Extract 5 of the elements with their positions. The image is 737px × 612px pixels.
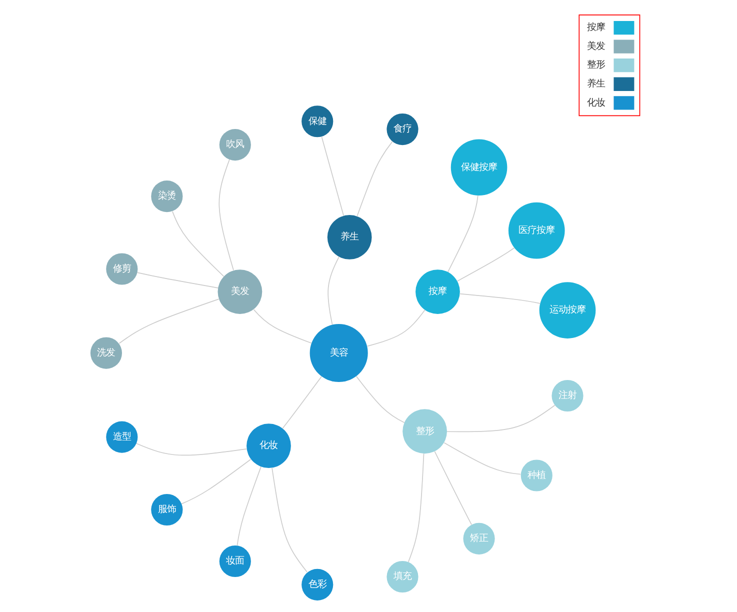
legend-label: 按摩 <box>587 22 606 34</box>
legend-label: 美发 <box>587 40 606 52</box>
legend-label: 化妆 <box>587 97 606 108</box>
legend-label: 整形 <box>587 60 606 71</box>
legend-label: 养生 <box>587 78 606 90</box>
